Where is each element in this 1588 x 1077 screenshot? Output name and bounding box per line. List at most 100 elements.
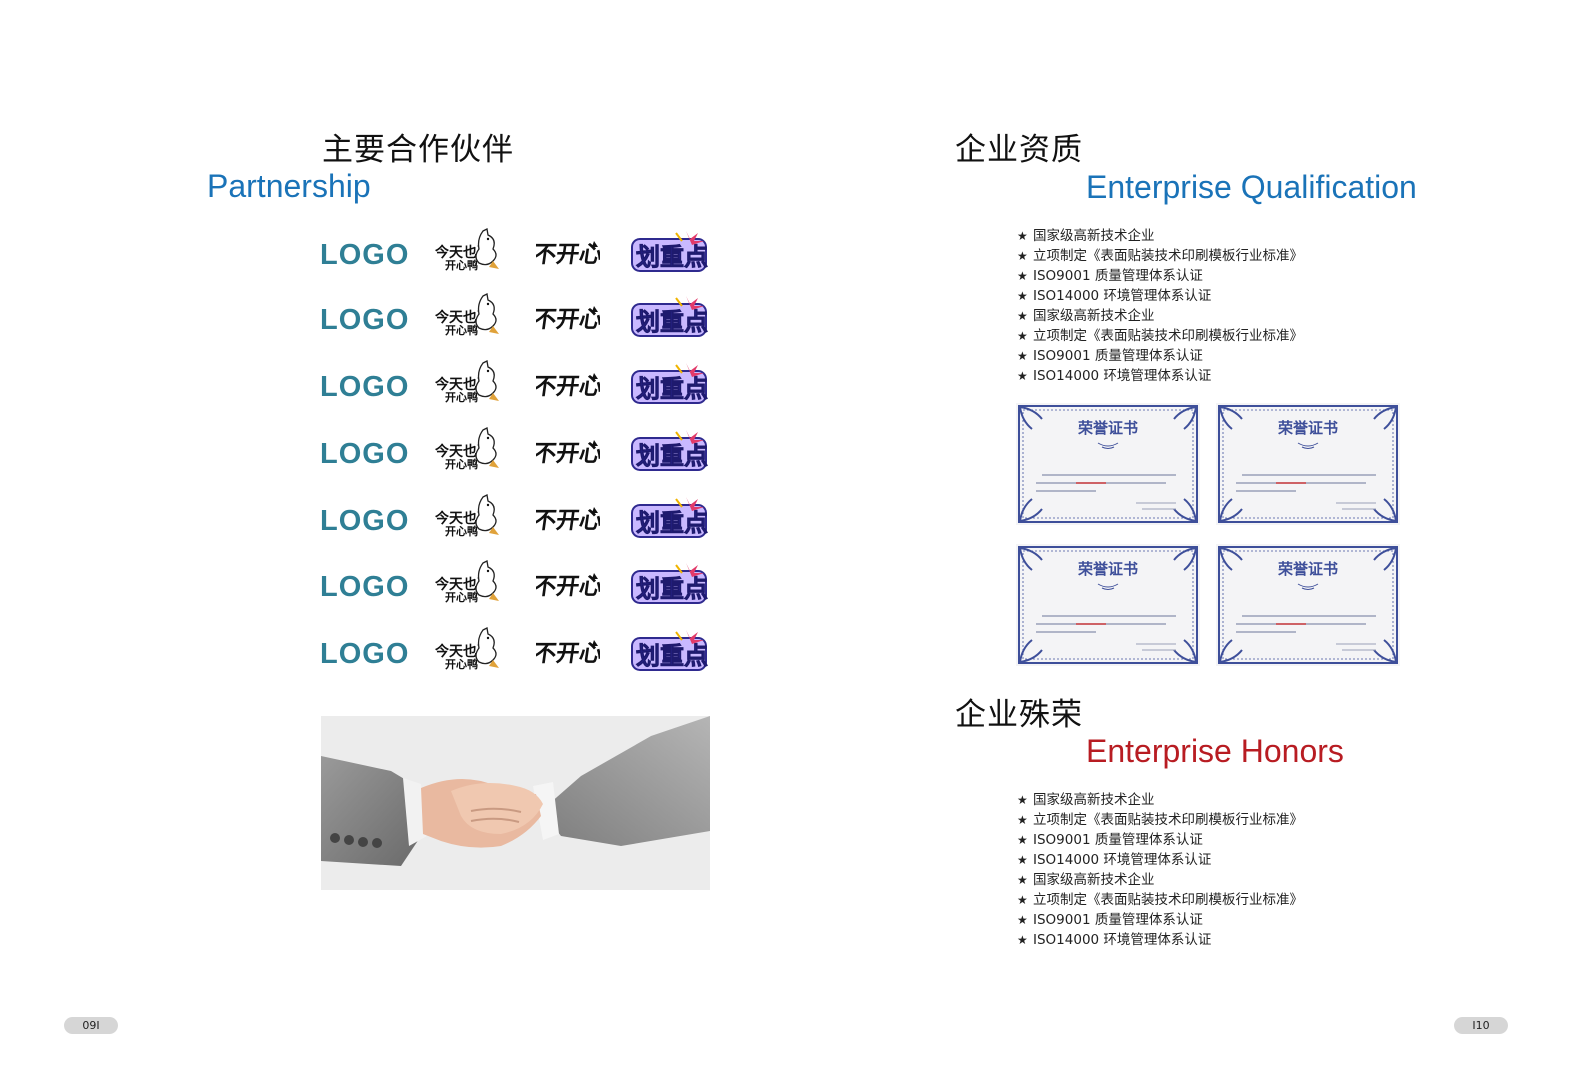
star-icon: ★ xyxy=(1017,813,1028,827)
partner-logo-calligraphy: 不开心 xyxy=(531,235,604,275)
list-item-text: 立项制定《表面贴装技术印刷模板行业标准》 xyxy=(1033,812,1303,828)
partner-logo-badge: 划重点 xyxy=(630,229,710,279)
list-item: ★ 国家级高新技术企业 xyxy=(1017,306,1303,326)
star-icon: ★ xyxy=(1017,913,1028,927)
svg-text:荣誉证书: 荣誉证书 xyxy=(1077,419,1138,437)
partner-logo-text: LOGO xyxy=(320,571,410,603)
list-item-text: ISO9001 质量管理体系认证 xyxy=(1033,348,1203,364)
certificate-image: 荣誉证书 xyxy=(1216,403,1400,525)
list-item-text: ISO14000 环境管理体系认证 xyxy=(1033,852,1212,868)
list-item-text: ISO9001 质量管理体系认证 xyxy=(1033,912,1203,928)
star-icon: ★ xyxy=(1017,933,1028,947)
partner-row: LOGO 今天也要开心鸭不开心 划重点 xyxy=(320,360,720,411)
svg-text:荣誉证书: 荣誉证书 xyxy=(1277,419,1338,437)
partner-logo-calligraphy: 不开心 xyxy=(531,634,604,674)
qualification-title-en: Enterprise Qualification xyxy=(1086,169,1417,205)
svg-text:不开心: 不开心 xyxy=(536,306,600,333)
partner-row: LOGO 今天也要开心鸭 不开心 划重点 xyxy=(320,560,720,611)
star-icon: ★ xyxy=(1017,289,1028,303)
page-number-left: 09I xyxy=(64,1017,118,1034)
list-item: ★ ISO9001 质量管理体系认证 xyxy=(1017,910,1303,930)
honors-list: ★国家级高新技术企业★立项制定《表面贴装技术印刷模板行业标准》★ISO9001 … xyxy=(1017,790,1303,950)
list-item: ★国家级高新技术企业 xyxy=(1017,870,1303,890)
list-item-text: 国家级高新技术企业 xyxy=(1033,872,1155,888)
handshake-photo xyxy=(321,716,710,890)
partnership-title-cn: 主要合作伙伴 xyxy=(322,132,514,168)
list-item: ★ ISO14000 环境管理体系认证 xyxy=(1017,930,1303,950)
star-icon: ★ xyxy=(1017,833,1028,847)
partner-logo-text: LOGO xyxy=(320,638,410,670)
svg-text:不开心: 不开心 xyxy=(536,573,600,600)
partner-logo-calligraphy: 不开心 xyxy=(531,367,604,407)
partner-logo-text: LOGO xyxy=(320,371,410,403)
svg-text:划重点: 划重点 xyxy=(636,575,708,603)
partner-logo-badge: 划重点 xyxy=(630,495,710,545)
star-icon: ★ xyxy=(1017,249,1028,263)
partner-logo-calligraphy: 不开心 xyxy=(531,300,604,340)
partner-logo-badge: 划重点 xyxy=(630,561,710,611)
svg-text:不开心: 不开心 xyxy=(536,440,600,467)
list-item-text: ISO14000 环境管理体系认证 xyxy=(1033,932,1212,948)
honors-title-en: Enterprise Honors xyxy=(1086,733,1344,769)
list-item: ★ 立项制定《表面贴装技术印刷模板行业标准》 xyxy=(1017,246,1303,266)
list-item-text: 立项制定《表面贴装技术印刷模板行业标准》 xyxy=(1033,328,1303,344)
svg-text:划重点: 划重点 xyxy=(636,509,708,537)
svg-text:不开心: 不开心 xyxy=(536,241,600,268)
list-item-text: ISO14000 环境管理体系认证 xyxy=(1033,368,1212,384)
list-item: ★国家级高新技术企业 xyxy=(1017,790,1303,810)
honors-title-cn: 企业殊荣 xyxy=(955,697,1083,733)
partner-logo-duck: 今天也要开心鸭 xyxy=(433,359,503,409)
svg-text:划重点: 划重点 xyxy=(636,375,708,403)
svg-text:开心鸭: 开心鸭 xyxy=(445,323,478,337)
list-item: ★ 立项制定《表面贴装技术印刷模板行业标准》 xyxy=(1017,810,1303,830)
page-number-right: I10 xyxy=(1454,1017,1508,1034)
partner-logo-text: LOGO xyxy=(320,438,410,470)
partner-logo-duck: 今天也要开心鸭 xyxy=(433,493,503,543)
partner-row: LOGO 今天也要开心鸭 不开心 划重点 xyxy=(320,293,720,344)
svg-text:荣誉证书: 荣誉证书 xyxy=(1277,560,1338,578)
svg-text:划重点: 划重点 xyxy=(636,308,708,336)
partner-row: LOGO 今天也要开心鸭 不开心 划重点 xyxy=(320,494,720,545)
partnership-title-en: Partnership xyxy=(207,168,371,204)
partner-logo-duck: 今天也要开心鸭 xyxy=(433,292,503,342)
list-item-text: 立项制定《表面贴装技术印刷模板行业标准》 xyxy=(1033,248,1303,264)
svg-text:开心鸭: 开心鸭 xyxy=(445,657,478,671)
list-item: ★立项制定《表面贴装技术印刷模板行业标准》 xyxy=(1017,890,1303,910)
svg-text:不开心: 不开心 xyxy=(536,640,600,667)
star-icon: ★ xyxy=(1017,229,1028,243)
partner-logo-badge: 划重点 xyxy=(630,428,710,478)
partner-logo-duck: 今天也要开心鸭 xyxy=(433,227,503,277)
partner-logo-badge: 划重点 xyxy=(630,361,710,411)
svg-text:划重点: 划重点 xyxy=(636,642,708,670)
list-item-text: 国家级高新技术企业 xyxy=(1033,792,1155,808)
certificate-image: 荣誉证书 xyxy=(1016,544,1200,666)
list-item-text: 国家级高新技术企业 xyxy=(1033,228,1155,244)
svg-text:不开心: 不开心 xyxy=(536,507,600,534)
list-item: ★ ISO14000 环境管理体系认证 xyxy=(1017,850,1303,870)
star-icon: ★ xyxy=(1017,853,1028,867)
list-item-text: 国家级高新技术企业 xyxy=(1033,308,1155,324)
certificate-image: 荣誉证书 xyxy=(1216,544,1400,666)
partner-logo-calligraphy: 不开心 xyxy=(531,501,604,541)
partner-logo-text: LOGO xyxy=(320,239,410,271)
star-icon: ★ xyxy=(1017,329,1028,343)
list-item: ★ 立项制定《表面贴装技术印刷模板行业标准》 xyxy=(1017,326,1303,346)
partner-logo-duck: 今天也要开心鸭 xyxy=(433,559,503,609)
partner-logo-text: LOGO xyxy=(320,505,410,537)
svg-text:开心鸭: 开心鸭 xyxy=(445,457,478,471)
list-item-text: ISO14000 环境管理体系认证 xyxy=(1033,288,1212,304)
partner-logo-calligraphy: 不开心 xyxy=(531,434,604,474)
svg-text:开心鸭: 开心鸭 xyxy=(445,524,478,538)
list-item: ★ ISO14000 环境管理体系认证 xyxy=(1017,286,1303,306)
list-item: ★ 国家级高新技术企业 xyxy=(1017,226,1303,246)
list-item: ★ISO9001 质量管理体系认证 xyxy=(1017,830,1303,850)
qualification-list: ★ 国家级高新技术企业 ★ 立项制定《表面贴装技术印刷模板行业标准》 ★ ISO9001 … xyxy=(1017,226,1303,386)
partner-logo-text: LOGO xyxy=(320,304,410,336)
partner-logo-calligraphy: 不开心 xyxy=(531,567,604,607)
partner-logo-badge: 划重点 xyxy=(630,628,710,678)
list-item-text: ISO9001 质量管理体系认证 xyxy=(1033,268,1203,284)
star-icon: ★ xyxy=(1017,309,1028,323)
partner-logo-duck: 今天也要开心鸭 xyxy=(433,426,503,476)
star-icon: ★ xyxy=(1017,369,1028,383)
